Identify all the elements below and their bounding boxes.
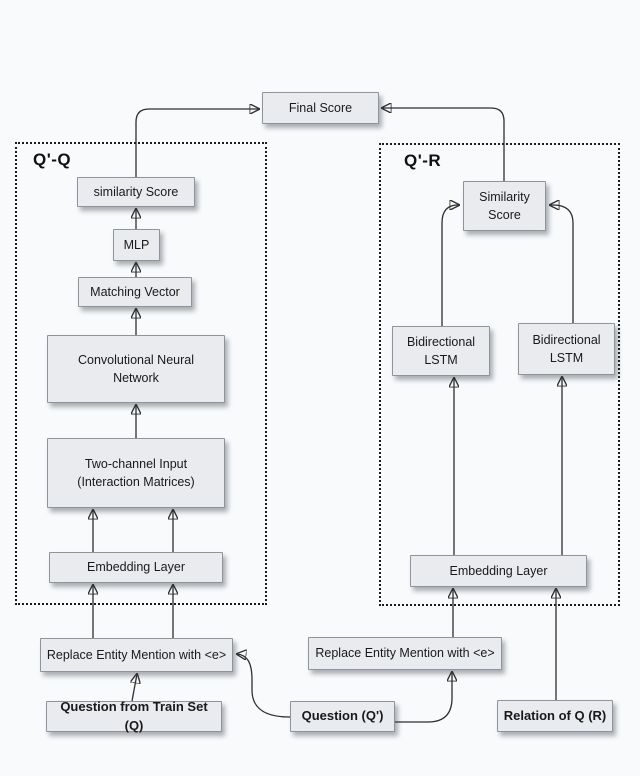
node-final-score: Final Score: [262, 92, 379, 124]
node-replace-entity-left: Replace Entity Mention with <e>: [40, 638, 233, 672]
arrow-questionq-to-replaceright: [395, 672, 452, 723]
node-matching-vector: Matching Vector: [78, 277, 192, 307]
node-replace-entity-right: Replace Entity Mention with <e>: [308, 637, 502, 670]
arrow-questionq-to-replaceleft: [237, 654, 291, 718]
node-embedding-layer-left: Embedding Layer: [49, 552, 223, 583]
node-embedding-layer-right: Embedding Layer: [410, 555, 587, 587]
node-bilstm-right: Bidirectional LSTM: [518, 323, 615, 375]
node-question-train-set: Question from Train Set (Q): [46, 699, 222, 733]
node-question-q-prime: Question (Q'): [290, 701, 395, 732]
node-similarity-score-left: similarity Score: [77, 177, 195, 207]
node-cnn: Convolutional Neural Network: [47, 335, 225, 403]
node-bilstm-left: Bidirectional LSTM: [392, 326, 490, 376]
node-two-channel-input: Two-channel Input (Interaction Matrices): [47, 438, 225, 508]
group-qq-label: Q'-Q: [33, 150, 72, 169]
node-similarity-score-right: Similarity Score: [463, 181, 546, 231]
node-mlp: MLP: [113, 229, 160, 261]
node-relation-of-q: Relation of Q (R): [497, 700, 613, 732]
